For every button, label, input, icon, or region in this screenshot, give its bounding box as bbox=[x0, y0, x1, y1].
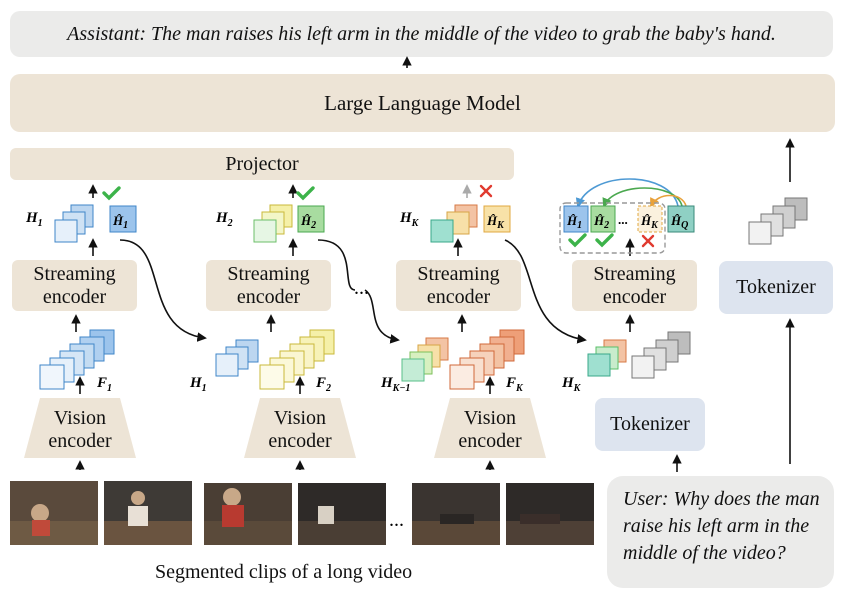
llm-input-token-stack bbox=[748, 197, 808, 245]
vision-encoder-1-shape bbox=[24, 398, 136, 458]
label-fk: FK bbox=[505, 375, 524, 394]
f2-frame-stack bbox=[259, 329, 335, 390]
cross-icon bbox=[641, 234, 655, 248]
llm-label: Large Language Model bbox=[324, 90, 521, 115]
streaming-encoder-k-label: Streaming encoder bbox=[417, 262, 500, 308]
streaming-encoder-2: Streaming encoder bbox=[206, 260, 331, 311]
arc-to-h1 bbox=[575, 178, 679, 208]
assistant-response-text: Assistant: The man raises his left arm i… bbox=[67, 22, 776, 45]
h1-input-stack bbox=[215, 339, 259, 377]
label-hq-hat: ĤQ bbox=[670, 213, 688, 231]
vision-encoder-k-shape bbox=[434, 398, 546, 458]
tokenizer-right: Tokenizer bbox=[719, 261, 833, 314]
arc-to-hk bbox=[650, 194, 687, 208]
label-hk1: HK−1 bbox=[380, 375, 410, 394]
q-h2-hat-token bbox=[590, 205, 616, 233]
label-h2-hat: Ĥ2 bbox=[300, 213, 316, 231]
label-hk-hat: ĤK bbox=[486, 213, 505, 231]
vision-encoder-1: Vision encoder bbox=[24, 402, 136, 458]
label-h2-top: H2 bbox=[215, 210, 233, 229]
clips-caption: Segmented clips of a long video bbox=[155, 561, 413, 583]
h1-token-stack bbox=[54, 204, 94, 243]
retrieval-dashed-box bbox=[559, 202, 666, 254]
vision-encoder-k: Vision encoder bbox=[434, 402, 546, 458]
label-f1: F1 bbox=[96, 375, 112, 394]
tokenizer-query-label: Tokenizer bbox=[610, 413, 690, 435]
label-h1-hat: Ĥ1 bbox=[112, 213, 128, 231]
check-icon bbox=[568, 233, 587, 248]
f1-frame-stack bbox=[39, 329, 115, 390]
h2-token-stack bbox=[253, 204, 293, 243]
query-ellipsis: ... bbox=[618, 212, 628, 227]
hk-token-stack bbox=[430, 204, 478, 243]
label-h1-bottom: H1 bbox=[189, 375, 207, 394]
vision-encoder-2-shape bbox=[244, 398, 356, 458]
label-h1-top: H1 bbox=[25, 210, 43, 229]
arc-to-h2 bbox=[602, 187, 683, 208]
label-q-h2-hat: Ĥ2 bbox=[593, 213, 609, 231]
hq-hat-token bbox=[667, 205, 695, 233]
label-hk-top: HK bbox=[399, 210, 420, 229]
streaming-encoder-q: Streaming encoder bbox=[572, 260, 697, 311]
large-language-model-box: Large Language Model bbox=[10, 74, 835, 132]
vision-encoder-2: Vision encoder bbox=[244, 402, 356, 458]
vision-encoder-2-label: Vision encoder bbox=[268, 407, 332, 452]
check-icon bbox=[595, 233, 614, 248]
streaming-encoder-k: Streaming encoder bbox=[396, 260, 521, 311]
streaming-encoder-1: Streaming encoder bbox=[12, 260, 137, 311]
clips-ellipsis: ... bbox=[389, 509, 404, 531]
stream-ellipsis: ... bbox=[354, 277, 369, 299]
assistant-response-banner: Assistant: The man raises his left arm i… bbox=[10, 11, 833, 57]
fk-frame-stack bbox=[449, 329, 525, 390]
h2-hat-token bbox=[297, 205, 325, 233]
cross-icon bbox=[479, 184, 493, 198]
hk-input-stack bbox=[587, 339, 627, 377]
user-question-bubble: User: Why does the man raise his left ar… bbox=[607, 476, 834, 588]
label-q-hk-hat: ĤK bbox=[640, 213, 659, 231]
check-icon bbox=[102, 186, 121, 201]
query-token-stack bbox=[631, 331, 691, 379]
hk1-input-stack bbox=[401, 337, 449, 382]
tokenizer-right-label: Tokenizer bbox=[736, 276, 816, 298]
vision-encoder-k-label: Vision encoder bbox=[458, 407, 522, 452]
label-q-h1-hat: Ĥ1 bbox=[566, 213, 582, 231]
check-icon bbox=[296, 186, 315, 201]
hk-hat-token bbox=[483, 205, 511, 233]
video-clips bbox=[10, 481, 594, 545]
q-hk-hat-token bbox=[637, 205, 663, 233]
user-question-text: User: Why does the man raise his left ar… bbox=[623, 488, 820, 564]
tokenizer-query: Tokenizer bbox=[595, 398, 705, 451]
label-hk-bottom: HK bbox=[561, 375, 582, 394]
streaming-encoder-1-label: Streaming encoder bbox=[33, 262, 116, 308]
streaming-encoder-2-label: Streaming encoder bbox=[227, 262, 310, 308]
projector-box: Projector bbox=[10, 148, 514, 180]
vision-encoder-1-label: Vision encoder bbox=[48, 407, 112, 452]
q-h1-hat-token bbox=[563, 205, 589, 233]
projector-label: Projector bbox=[225, 152, 299, 175]
h1-hat-token bbox=[109, 205, 137, 233]
streaming-encoder-q-label: Streaming encoder bbox=[593, 262, 676, 308]
label-f2: F2 bbox=[315, 375, 331, 394]
